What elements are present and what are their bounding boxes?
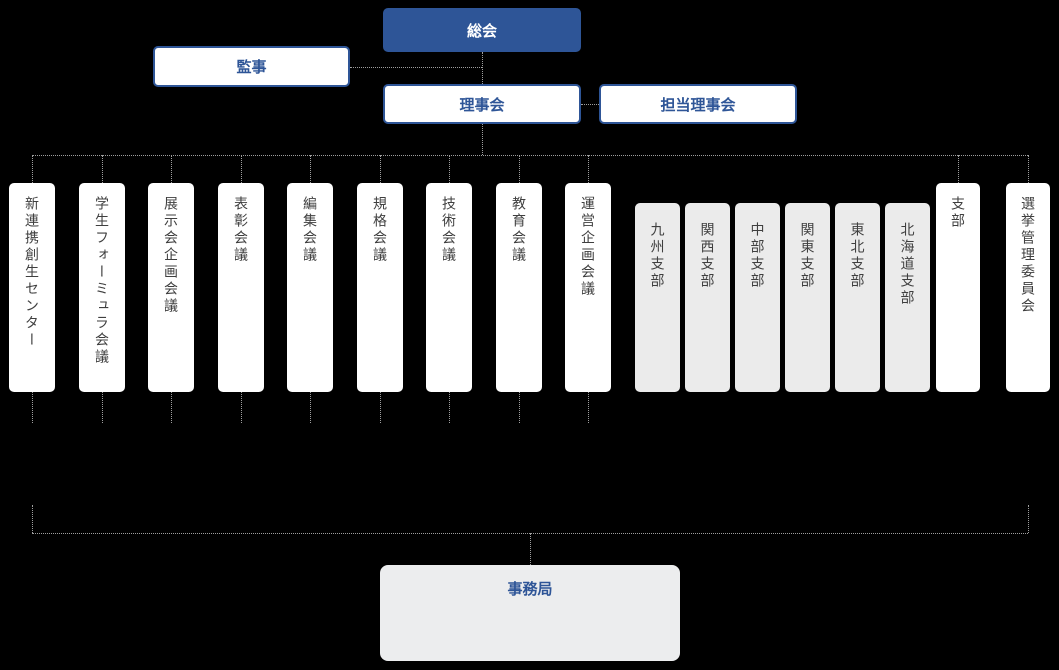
committee-label: 規格会議 (372, 196, 388, 264)
branch-box-hokkaido: 北海道支部 (885, 203, 930, 392)
connector-line (380, 392, 381, 423)
connector-line (102, 392, 103, 423)
committee-box-kyoiku: 教育会議 (496, 183, 542, 392)
connector-line (310, 392, 311, 423)
auditor-label: 監事 (236, 59, 267, 76)
committee-label: 展示会企画会議 (163, 196, 179, 315)
branch-label: 関西支部 (699, 222, 716, 290)
board-in-charge-box: 担当理事会 (599, 84, 797, 124)
committee-label: 新連携創生センター (24, 196, 40, 349)
committee-label: 技術会議 (441, 196, 457, 264)
branch-label: 北海道支部 (899, 222, 916, 307)
connector-line (171, 155, 172, 183)
connector-line (32, 155, 1028, 156)
branch-box-tohoku: 東北支部 (835, 203, 880, 392)
connector-line (958, 155, 959, 183)
branch-box-kyushu: 九州支部 (635, 203, 680, 392)
connector-line (449, 392, 450, 423)
connector-line (241, 155, 242, 183)
connector-line (482, 124, 483, 155)
board-box: 理事会 (383, 84, 581, 124)
committee-box-hyosho: 表彰会議 (218, 183, 264, 392)
board-label: 理事会 (459, 96, 505, 114)
connector-line (482, 52, 483, 84)
committee-box-henshu: 編集会議 (287, 183, 333, 392)
connector-line (1028, 155, 1029, 183)
branch-box-kanto: 関東支部 (785, 203, 830, 392)
committee-box-gijutsu: 技術会議 (426, 183, 472, 392)
committee-label: 編集会議 (302, 196, 318, 264)
general-assembly-box: 総会 (383, 8, 581, 52)
connector-line (530, 533, 531, 565)
general-assembly-label: 総会 (466, 22, 497, 40)
committee-label: 運営企画会議 (580, 196, 596, 298)
connector-line (588, 155, 589, 183)
committee-box-shinrenkei: 新連携創生センター (9, 183, 55, 392)
branch-label: 九州支部 (649, 222, 666, 290)
election-committee-box: 選挙管理委員会 (1006, 183, 1050, 392)
connector-line (32, 505, 33, 533)
connector-line (519, 392, 520, 423)
board-in-charge-label: 担当理事会 (660, 96, 736, 114)
election-committee-label: 選挙管理委員会 (1020, 196, 1036, 315)
branch-box-kansai: 関西支部 (685, 203, 730, 392)
connector-line (241, 392, 242, 423)
branch-parent-box: 支部 (936, 183, 980, 392)
committee-label: 表彰会議 (233, 196, 249, 264)
committee-box-unei-kikaku: 運営企画会議 (565, 183, 611, 392)
secretariat-box: 事務局 (380, 565, 680, 661)
committee-box-gakusei-formula: 学生フォーミュラ会議 (79, 183, 125, 392)
branch-box-chubu: 中部支部 (735, 203, 780, 392)
committee-box-tenjikai-kikaku: 展示会企画会議 (148, 183, 194, 392)
connector-line (449, 155, 450, 183)
auditor-box: 監事 (153, 46, 350, 87)
connector-line (32, 392, 33, 423)
branch-label: 中部支部 (749, 222, 766, 290)
branch-label: 関東支部 (799, 222, 816, 290)
connector-line (519, 155, 520, 183)
committee-box-kikaku: 規格会議 (357, 183, 403, 392)
connector-line (581, 104, 599, 105)
secretariat-label: 事務局 (507, 581, 553, 598)
committee-label: 教育会議 (511, 196, 527, 264)
connector-line (102, 155, 103, 183)
branch-label: 東北支部 (849, 222, 866, 290)
connector-line (171, 392, 172, 423)
connector-line (32, 155, 33, 183)
connector-line (350, 67, 482, 68)
connector-line (1028, 505, 1029, 533)
connector-line (310, 155, 311, 183)
connector-line (588, 392, 589, 423)
connector-line (380, 155, 381, 183)
branch-parent-label: 支部 (950, 196, 966, 230)
committee-label: 学生フォーミュラ会議 (94, 196, 110, 366)
